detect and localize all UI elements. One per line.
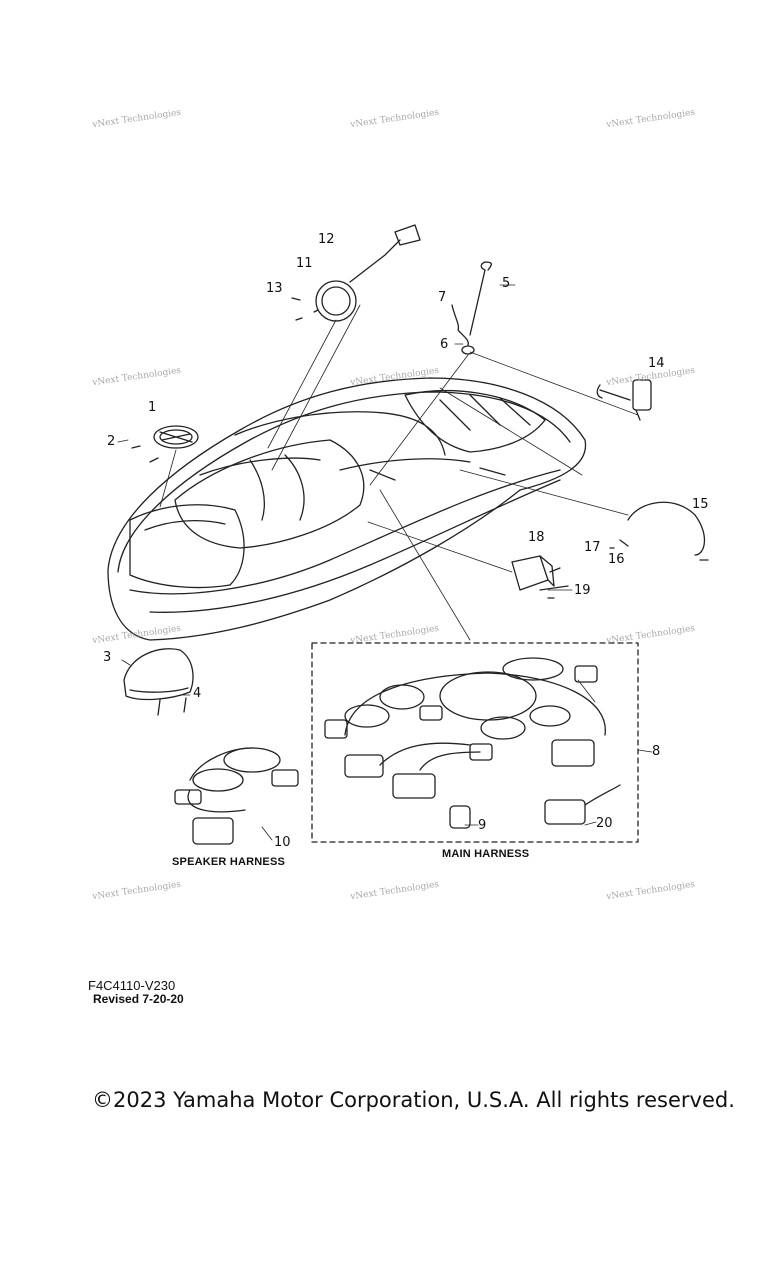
callout-6: 6 bbox=[440, 337, 449, 352]
bracket-part-15 bbox=[627, 501, 706, 556]
speaker-grille bbox=[153, 425, 199, 449]
callout-10: 10 bbox=[274, 835, 291, 850]
switch-part-14 bbox=[596, 379, 652, 421]
boat-hull bbox=[107, 377, 587, 641]
part-4-fasteners bbox=[157, 697, 187, 716]
main-harness-wiring bbox=[324, 657, 621, 829]
callout-9: 9 bbox=[478, 818, 487, 833]
callout-8: 8 bbox=[652, 744, 661, 759]
part-2-screws bbox=[131, 445, 159, 463]
callout-16: 16 bbox=[608, 552, 625, 567]
revision-label: Revised 7-20-20 bbox=[93, 992, 184, 1006]
callout-20: 20 bbox=[596, 816, 613, 831]
speaker-harness-wiring bbox=[174, 747, 299, 845]
main-harness-box bbox=[311, 642, 639, 843]
callout-7: 7 bbox=[438, 290, 447, 305]
diagram-code: F4C4110-V230 bbox=[88, 978, 176, 993]
callout-1: 1 bbox=[148, 400, 157, 415]
speaker-assembly bbox=[291, 224, 421, 322]
antenna-rod bbox=[469, 261, 493, 336]
main-harness-caption: MAIN HARNESS bbox=[442, 848, 530, 860]
callout-14: 14 bbox=[648, 356, 665, 371]
callout-19: 19 bbox=[574, 583, 591, 598]
callout-4: 4 bbox=[193, 686, 202, 701]
callout-12: 12 bbox=[318, 232, 335, 247]
cable-part-7 bbox=[451, 304, 469, 346]
washer-part-6 bbox=[461, 345, 475, 355]
callout-2: 2 bbox=[107, 434, 116, 449]
cover-part-3 bbox=[123, 648, 194, 701]
callout-18: 18 bbox=[528, 530, 545, 545]
bracket-hardware bbox=[609, 539, 709, 561]
callout-15: 15 bbox=[692, 497, 709, 512]
callout-5: 5 bbox=[502, 276, 511, 291]
speaker-harness-caption: SPEAKER HARNESS bbox=[172, 856, 286, 868]
component-part-18 bbox=[511, 555, 569, 599]
callout-11: 11 bbox=[296, 256, 313, 271]
callout-13: 13 bbox=[266, 281, 283, 296]
callout-3: 3 bbox=[103, 650, 112, 665]
copyright-notice: ©2023 Yamaha Motor Corporation, U.S.A. A… bbox=[92, 1088, 735, 1112]
callout-17: 17 bbox=[584, 540, 601, 555]
